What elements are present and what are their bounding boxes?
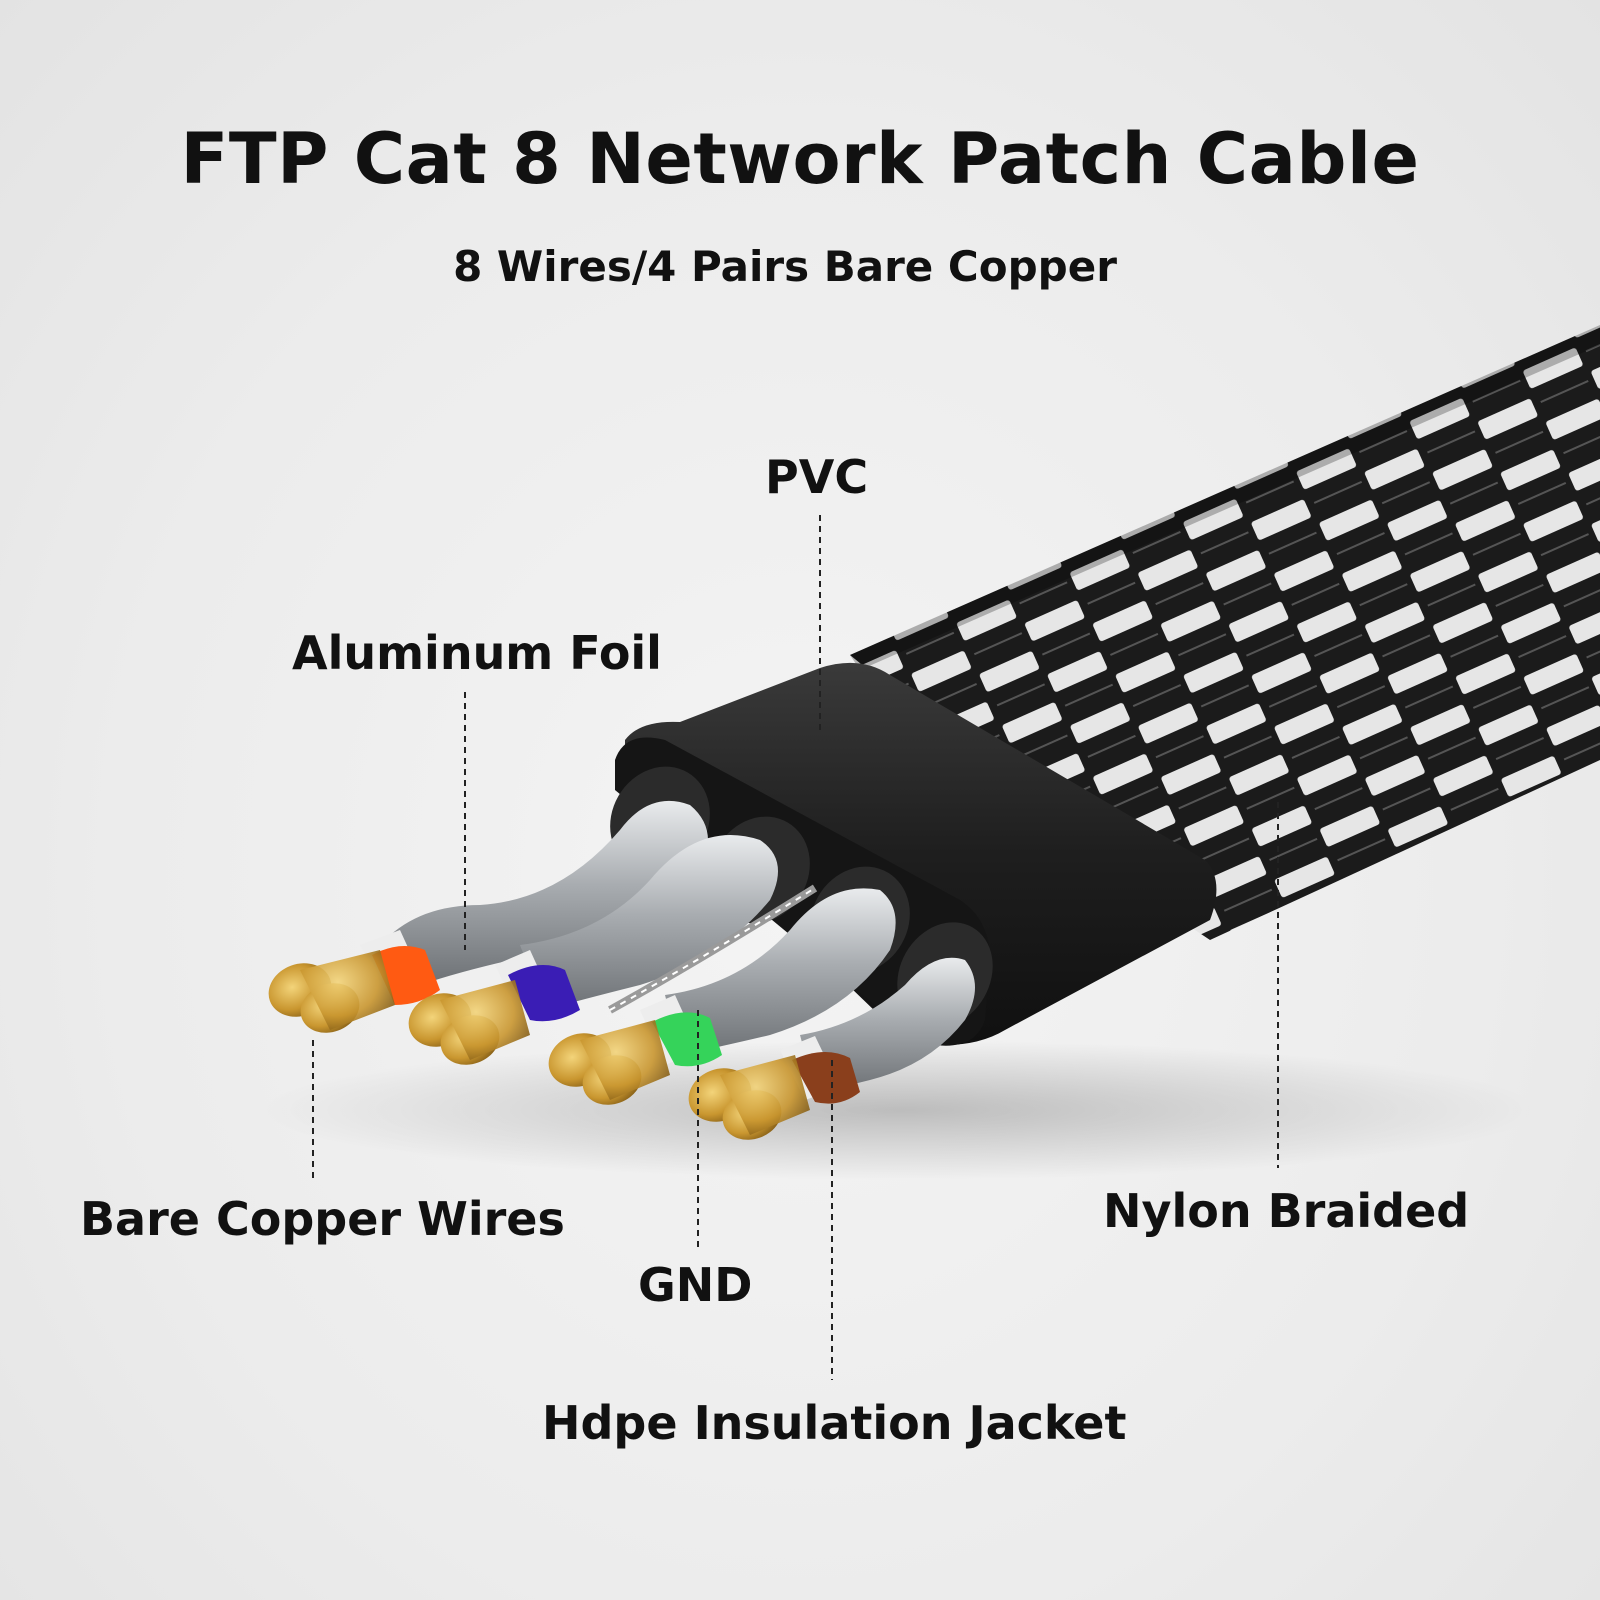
label-nylon-braided: Nylon Braided — [1103, 1184, 1470, 1238]
label-gnd: GND — [638, 1258, 753, 1312]
page-title: FTP Cat 8 Network Patch Cable — [180, 118, 1420, 200]
label-aluminum-foil: Aluminum Foil — [292, 626, 662, 680]
wire-pair-blue — [408, 835, 778, 1065]
label-pvc: PVC — [765, 450, 869, 504]
label-hdpe-insulation-jacket: Hdpe Insulation Jacket — [542, 1396, 1127, 1450]
pvc-sleeve — [625, 662, 1217, 1045]
label-bare-copper-wires: Bare Copper Wires — [80, 1192, 565, 1246]
page-subtitle: 8 Wires/4 Pairs Bare Copper — [453, 242, 1117, 291]
wire-pair-green — [548, 888, 896, 1105]
wire-pair-brown — [688, 957, 975, 1140]
